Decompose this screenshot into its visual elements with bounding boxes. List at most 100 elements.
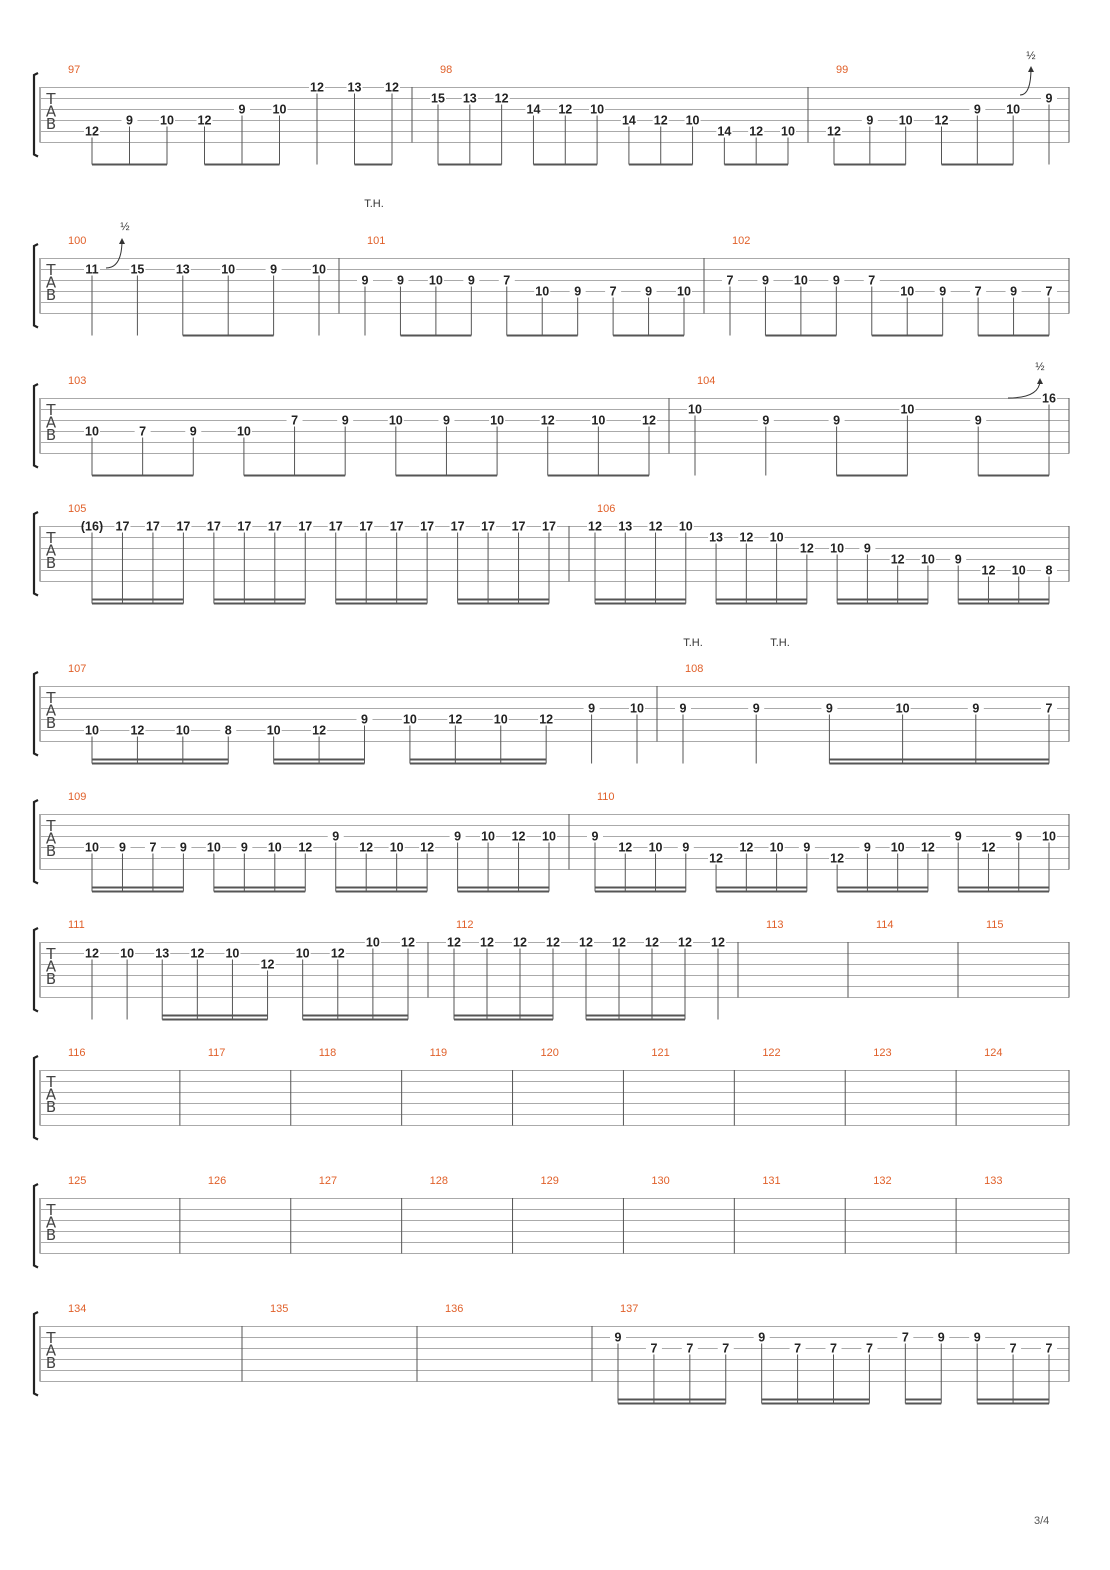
note-bg: [768, 841, 785, 853]
fret-number: 12: [588, 520, 602, 534]
note-bg: [479, 936, 495, 948]
fret-number: 12: [539, 713, 553, 727]
note-bg: [327, 520, 344, 532]
note-bg: [159, 114, 175, 126]
note-bg: [220, 263, 237, 275]
measure-number: 99: [836, 64, 848, 76]
note-bg: [1041, 285, 1057, 297]
note-bg: [710, 936, 726, 948]
fret-number: 10: [267, 724, 281, 738]
fret-number: 9: [454, 830, 461, 844]
fret-number: 10: [296, 947, 310, 961]
measure-number: 130: [651, 1175, 669, 1187]
fret-number: 17: [268, 520, 282, 534]
tab-clef-letter: A: [46, 542, 57, 560]
note-bg: [1041, 1342, 1057, 1354]
fret-number: 7: [650, 1342, 657, 1356]
fret-number: 10: [649, 841, 663, 855]
note-bg: [346, 81, 363, 93]
fret-number: 13: [176, 263, 190, 277]
fret-number: 12: [982, 841, 996, 855]
fret-number: 12: [359, 841, 373, 855]
system-bracket: [32, 799, 39, 885]
tab-clef-letter: B: [46, 842, 56, 860]
note-bg: [780, 125, 796, 137]
fret-number: 10: [221, 263, 235, 277]
measure-number: 110: [597, 791, 615, 803]
note-bg: [358, 520, 375, 532]
fret-number: 10: [312, 263, 326, 277]
note-bg: [401, 713, 418, 725]
note-bg: [259, 958, 276, 970]
fret-number: 9: [833, 274, 840, 288]
measure-number: 117: [208, 1047, 226, 1059]
tab-clef-letter: A: [46, 958, 57, 976]
fret-number: 10: [481, 830, 495, 844]
note-bg: [185, 425, 202, 437]
fret-number: 10: [85, 841, 99, 855]
measure-number: 124: [984, 1047, 1002, 1059]
measure-number: 123: [873, 1047, 891, 1059]
fret-number: 10: [900, 285, 914, 299]
fret-number: 12: [480, 936, 494, 950]
note-bg: [489, 414, 506, 426]
note-bg: [1010, 830, 1027, 842]
fret-number: 7: [866, 1342, 873, 1356]
note-bg: [821, 702, 838, 714]
fret-number: 12: [385, 81, 399, 95]
fret-number: 8: [225, 724, 232, 738]
system-bracket: [32, 383, 39, 469]
measure-number: 108: [685, 663, 703, 675]
note-bg: [677, 936, 693, 948]
note-bg: [114, 520, 131, 532]
note-bg: [605, 285, 622, 297]
note-bg: [569, 285, 586, 297]
fret-number: 9: [119, 841, 126, 855]
fret-number: 12: [678, 936, 692, 950]
note-bg: [677, 520, 694, 532]
tab-clef-letter: T: [45, 90, 56, 108]
fret-number: (16): [81, 520, 103, 534]
note-bg: [748, 702, 765, 714]
tab-clef-letter: B: [46, 1226, 56, 1244]
fret-number: 10: [1012, 564, 1026, 578]
note-bg: [708, 531, 725, 543]
tab-clef-letter: A: [46, 103, 57, 121]
fret-number: 17: [146, 520, 160, 534]
note-bg: [265, 263, 282, 275]
note-bg: [84, 520, 100, 532]
fret-number: 9: [588, 702, 595, 716]
note-bg: [748, 125, 765, 137]
note-bg: [590, 414, 607, 426]
note-bg: [236, 520, 253, 532]
fret-number: 12: [649, 520, 663, 534]
note-bg: [684, 114, 701, 126]
measure-number: 137: [620, 1303, 638, 1315]
bend-arrowhead-icon: [1028, 66, 1034, 72]
system-bracket: [32, 671, 39, 757]
measure-number: 111: [68, 919, 85, 931]
note-bg: [644, 936, 660, 948]
fret-number: 17: [512, 520, 526, 534]
fret-number: 12: [331, 947, 345, 961]
note-bg: [889, 841, 906, 853]
note-bg: [541, 520, 557, 532]
note-bg: [492, 713, 509, 725]
fret-number: 14: [622, 114, 636, 128]
note-bg: [175, 520, 192, 532]
note-bg: [387, 414, 404, 426]
note-bg: [722, 274, 738, 286]
fret-number: 9: [762, 414, 769, 428]
fret-number: 9: [864, 841, 871, 855]
note-bg: [933, 114, 950, 126]
note-bg: [950, 830, 967, 842]
fret-number: 12: [261, 958, 275, 972]
note-bg: [480, 520, 497, 532]
tab-clef-letter: B: [46, 426, 56, 444]
fret-number: 10: [237, 425, 251, 439]
fret-number: 10: [899, 114, 913, 128]
measure-number: 122: [762, 1047, 780, 1059]
fret-number: 12: [645, 936, 659, 950]
note-bg: [610, 1331, 626, 1343]
system-bracket: [32, 72, 39, 158]
